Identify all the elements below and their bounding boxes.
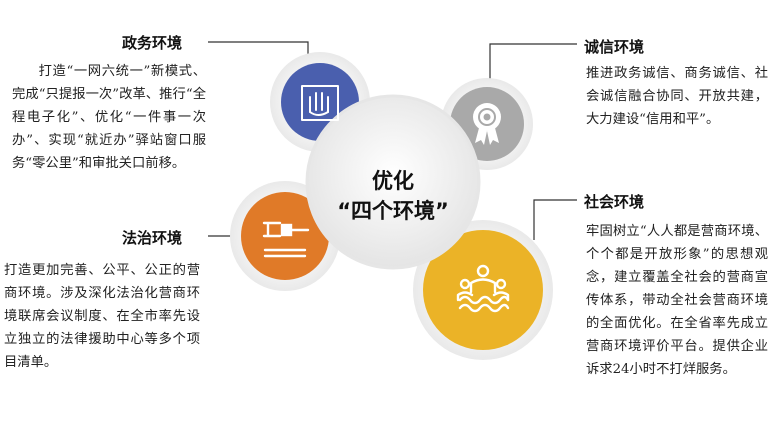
chengxin-text: 推进政务诚信、商务诚信、社会诚信融合协同、开放共建，大力建设“信用和平”。 [586,66,768,127]
chengxin-title: 诚信环境 [584,38,645,56]
fazhi-text: 打造更加完善、公平、公正的营商环境。涉及深化法治化营商环境联席会议制度、在全市率… [4,263,200,370]
zhengwu-text: 打造“一网六统一”新模式、完成“只提报一次”改革、推行“全程电子化”、优化“一件… [12,64,206,171]
connector-shehui [533,199,577,240]
hand-icon [301,85,339,121]
center-label: 优化 “四个环境” [318,166,468,226]
center-line2: “四个环境” [337,199,449,223]
circle-shehui [423,230,543,350]
fazhi-title: 法治环境 [122,229,183,247]
center-circle [305,94,481,270]
people-icon [456,264,510,313]
connector-chengxin [489,43,577,90]
shehui-text: 牢固树立“人人都是营商环境、个个都是开放形象”的思想观念，建立覆盖全社会的营商宣… [586,224,768,377]
gavel-icon [262,221,310,258]
award-badge-icon [473,103,501,145]
center-line1: 优化 [372,169,414,193]
zhengwu-title: 政务环境 [122,34,183,52]
shehui-title: 社会环境 [584,193,645,211]
